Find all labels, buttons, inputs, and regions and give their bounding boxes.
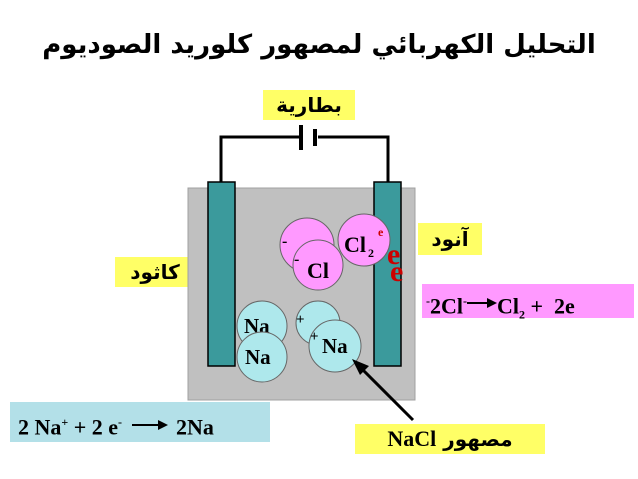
anode-eq-reactant: 2Cl <box>430 293 463 319</box>
anode-eq-tail: + 2e <box>525 293 575 319</box>
battery-symbol <box>299 125 317 150</box>
cathode-eq-arrow <box>132 403 176 443</box>
sodium-ion-2-symbol: Na <box>245 345 271 369</box>
cathode-eq-lead-sup: + <box>61 415 69 429</box>
cathode-electrode <box>207 181 236 367</box>
anode-eq-reactant-sup: - <box>463 294 467 308</box>
cathode-eq-mid: + 2 e <box>68 414 119 440</box>
sodium-ion-4-symbol: Na <box>322 334 348 358</box>
cathode-eq-product: 2Na <box>176 414 214 440</box>
anode-eq-arrow-icon <box>467 298 497 309</box>
sodium-ion-3-charge: + <box>296 312 305 328</box>
circuit-wires <box>219 135 390 185</box>
melt-label: NaCl مصهور <box>355 424 545 454</box>
sodium-ion-2: Na <box>236 331 288 383</box>
electron-big: e <box>387 238 400 271</box>
cathode-eq-lead: 2 Na <box>18 414 62 440</box>
sodium-ion-4: + Na <box>308 319 362 373</box>
anode-eq-arrow <box>467 284 497 318</box>
electron-big-2: e <box>390 255 403 288</box>
melt-formula: NaCl <box>387 426 437 451</box>
page-title: التحليل الكهربائي لمصهور كلوريد الصوديوم <box>42 30 596 60</box>
sodium-ion-4-charge: + <box>310 329 319 345</box>
melt-pointer-arrow <box>352 359 415 422</box>
cathode-eq-arrow-icon <box>132 420 169 431</box>
anode-electrode <box>373 181 402 367</box>
chloride-ion-2: - Cl <box>292 239 344 291</box>
cathode-eq-mid-sup: - <box>118 415 123 429</box>
electron-small: e <box>378 225 384 239</box>
chloride-ion-2-charge: - <box>294 251 299 268</box>
melt-word: مصهور <box>443 427 513 451</box>
battery-label: بطارية <box>263 90 355 120</box>
chloride-ion-2-symbol: Cl <box>307 258 329 283</box>
chloride-ion-1-charge: - <box>282 233 287 250</box>
anode-eq-lead: - <box>426 294 430 308</box>
anode-label: آنود <box>418 223 482 255</box>
anode-eq-product: Cl <box>497 293 519 319</box>
chlorine-molecule-symbol: Cl <box>344 232 366 257</box>
cathode-label: كاثود <box>115 257 195 287</box>
chlorine-molecule-sub: 2 <box>368 246 374 260</box>
chlorine-molecule: Cl 2 <box>337 213 391 267</box>
cathode-equation: 2 Na+ + 2 e- 2Na <box>10 402 270 442</box>
anode-equation: -2Cl- Cl2 + 2e <box>422 284 634 322</box>
anode-eq-product-sub: 2 <box>519 307 525 322</box>
